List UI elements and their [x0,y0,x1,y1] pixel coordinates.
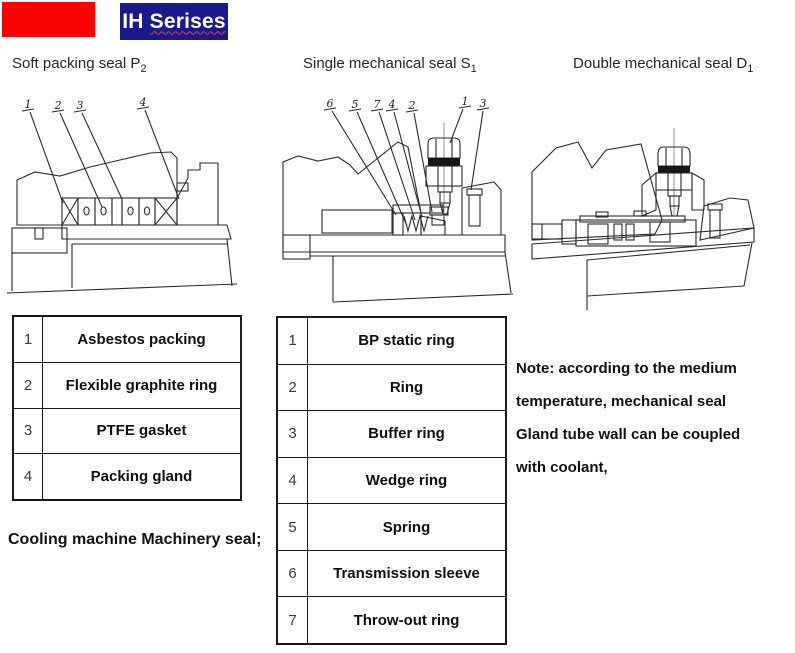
set-pin [466,188,483,196]
svg-text:2: 2 [408,99,416,112]
shaft-and-sleeve [531,227,755,310]
packing-rings [61,197,178,226]
table-row: 5 Spring [278,503,505,550]
cell-number: 3 [278,411,308,457]
shaft-sleeve [11,224,232,254]
soft-packing-parts-table: 1 Asbestos packing 2 Flexible graphite r… [12,315,242,501]
gland-bolt [425,123,463,217]
svg-text:7: 7 [374,98,381,111]
packing-gland-part [176,162,219,226]
flush-port-stub [531,223,563,240]
table-row: 1 Asbestos packing [14,317,240,362]
double-mechanical-seal-figure [531,128,755,310]
note-line: Gland tube wall can be coupled [516,426,741,443]
table-row: 2 Flexible graphite ring [14,361,240,408]
table-row: 6 Transmission sleeve [278,549,505,597]
svg-text:1: 1 [25,98,32,111]
cooling-note: Cooling machine Machinery seal; [8,531,262,548]
svg-text:1: 1 [462,95,469,108]
soft-packing-seal-figure: 1 2 3 4 [6,96,238,294]
seal-housing [282,141,422,236]
note-line: with coolant, [516,459,608,476]
cell-name: Spring [382,518,431,536]
caption-single-mechanical: Single mechanical seal S1 [303,55,477,75]
cell-number: 1 [278,318,308,364]
caption-double-mechanical: Double mechanical seal D1 [573,55,754,75]
svg-text:4: 4 [139,96,147,109]
note-line: Note: according to the medium [516,360,737,377]
shaft-and-sleeve [282,234,514,303]
seal-internals [575,210,697,247]
seal-housing [531,141,663,245]
cell-name: Packing gland [90,468,193,486]
header-red-block [2,2,95,37]
svg-text:5: 5 [352,98,359,111]
cell-number: 3 [14,408,43,454]
cell-name: Ring [389,378,424,396]
table-row: 7 Throw-out ring [278,596,505,643]
cell-name: Asbestos packing [77,330,206,348]
caption-soft-packing: Soft packing seal P2 [12,55,147,75]
mechanical-seal-parts-table: 1 BP static ring 2 Ring 3 Buffer ring 4 … [276,316,507,645]
gland-bolt [641,128,705,217]
cell-number: 2 [278,364,308,411]
svg-text:6: 6 [327,97,334,110]
gland-plate-right [699,197,755,241]
cell-name: Buffer ring [368,425,445,443]
cell-number: 2 [14,362,43,408]
table-row: 4 Packing gland [14,453,240,499]
cell-name: Transmission sleeve [333,565,480,583]
series-title: IH Serises [122,9,226,33]
svg-text:3: 3 [77,99,84,112]
note-line: temperature, mechanical seal [516,393,727,410]
cell-name: BP static ring [358,332,455,350]
table-row: 3 PTFE gasket [14,407,240,454]
cell-name: Flexible graphite ring [65,376,218,394]
cell-number: 1 [14,317,43,362]
cell-name: PTFE gasket [96,422,187,440]
figure2-callouts: 6 5 7 4 2 1 3 [323,95,490,227]
series-title-banner: IH Serises [120,3,228,40]
cell-number: 4 [14,454,43,499]
svg-text:4: 4 [388,98,396,111]
figure1-callouts: 1 2 3 4 [21,96,180,208]
pump-shaft [6,238,238,294]
note-block: Note: according to the medium temperatur… [516,358,788,490]
table-row: 2 Ring [278,363,505,411]
cell-number: 6 [278,550,308,597]
cell-number: 7 [278,597,308,643]
cell-name: Throw-out ring [353,611,460,629]
table-row: 4 Wedge ring [278,456,505,504]
svg-text:3: 3 [480,97,487,110]
gland-plate-right [461,181,502,236]
cell-name: Wedge ring [365,471,448,489]
cell-number: 5 [278,504,308,550]
stuffing-box-housing [16,151,178,226]
svg-text:2: 2 [54,99,62,112]
cell-number: 4 [278,457,308,504]
table-row: 1 BP static ring [278,318,505,364]
set-pin [707,203,723,211]
spring-coil [403,213,429,234]
single-mechanical-seal-figure: 6 5 7 4 2 1 3 [282,95,514,303]
table-row: 3 Buffer ring [278,410,505,457]
